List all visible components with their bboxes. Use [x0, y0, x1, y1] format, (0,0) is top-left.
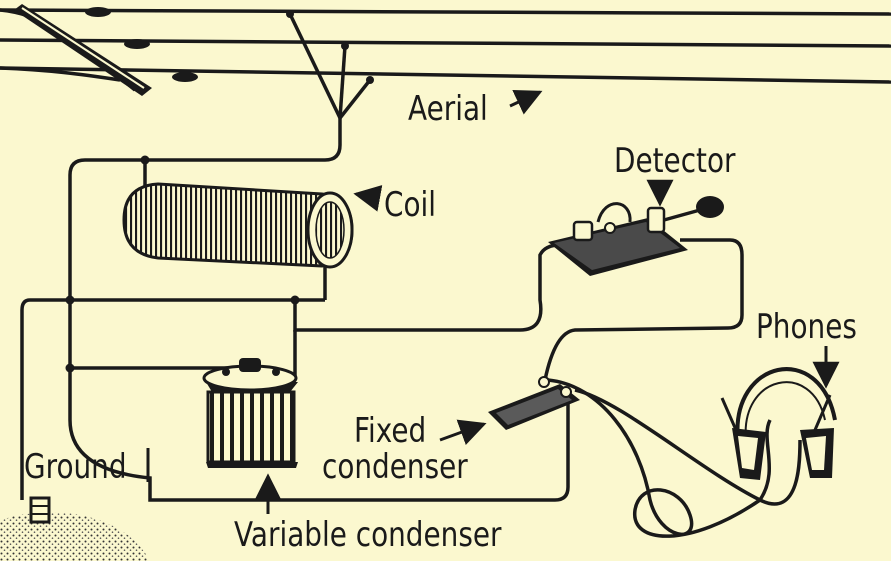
detector-label: Detector [614, 141, 736, 181]
lead-in-wires [68, 13, 570, 502]
fixed-condenser-label-line1: Fixed [354, 411, 427, 451]
aerial-label: Aerial [408, 89, 488, 129]
phones-label: Phones [756, 307, 857, 347]
circuit-wires [20, 238, 802, 538]
aerial-spreader [14, 4, 152, 96]
ground-label: Ground [24, 447, 127, 487]
coil-arrow [353, 185, 383, 212]
fixed-condenser-arrow [439, 419, 487, 445]
aerial-insulators [85, 7, 198, 82]
label-arrows [254, 90, 840, 514]
fixed-condenser-label-line2: condenser [322, 447, 468, 487]
detector [548, 196, 724, 276]
variable-condenser [202, 358, 298, 468]
variable-condenser-label: Variable condenser [234, 515, 502, 555]
fixed-condenser [488, 376, 580, 430]
phones [720, 367, 837, 480]
coil-label: Coil [384, 185, 437, 225]
ground-connection [0, 496, 150, 561]
aerial-arrow [509, 90, 543, 115]
coil [122, 160, 354, 300]
junction-dots [65, 155, 300, 373]
aerial-wires [0, 8, 891, 92]
